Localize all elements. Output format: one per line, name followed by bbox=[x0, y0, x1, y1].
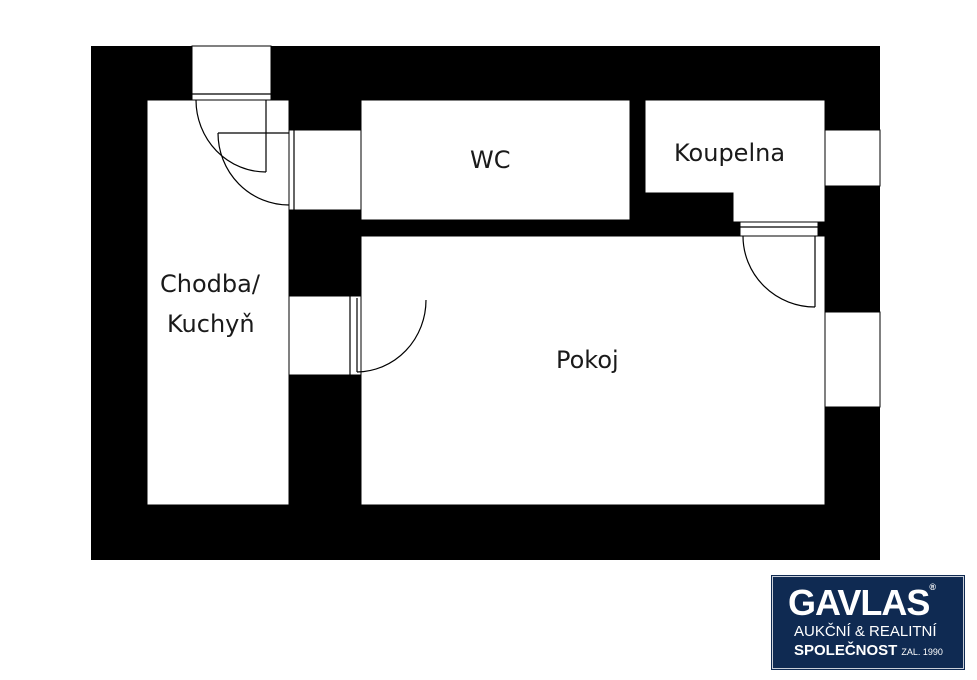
wc-door-swing bbox=[217, 132, 290, 206]
room-koupelna bbox=[644, 99, 826, 223]
koupelna-door-swing bbox=[742, 235, 816, 308]
pokoj-door-swing bbox=[356, 298, 427, 373]
door-opening-wc bbox=[288, 129, 362, 211]
label-wc: WC bbox=[470, 146, 511, 174]
entry-door-opening bbox=[191, 45, 272, 101]
window-pokoj bbox=[824, 311, 881, 408]
logo-brand-row: GAVLAS® bbox=[788, 582, 936, 624]
logo-brand: GAVLAS bbox=[788, 582, 930, 623]
label-kuchyn: Kuchyň bbox=[167, 310, 255, 338]
room-chodba-kuchyn bbox=[146, 99, 290, 506]
window-koupelna bbox=[824, 129, 881, 187]
logo-registered: ® bbox=[929, 582, 936, 592]
label-pokoj: Pokoj bbox=[556, 346, 619, 374]
door-opening-koupelna bbox=[739, 221, 819, 237]
door-opening-pokoj bbox=[288, 295, 362, 376]
logo-line2: SPOLEČNOST bbox=[794, 642, 898, 659]
logo-line1: AUKČNÍ & REALITNÍ bbox=[794, 623, 937, 640]
room-wc bbox=[360, 99, 631, 221]
label-koupelna: Koupelna bbox=[674, 139, 785, 167]
label-chodba: Chodba/ bbox=[160, 270, 261, 298]
logo-since: ZAL. 1990 bbox=[901, 647, 943, 657]
entry-door-swing bbox=[195, 99, 267, 173]
